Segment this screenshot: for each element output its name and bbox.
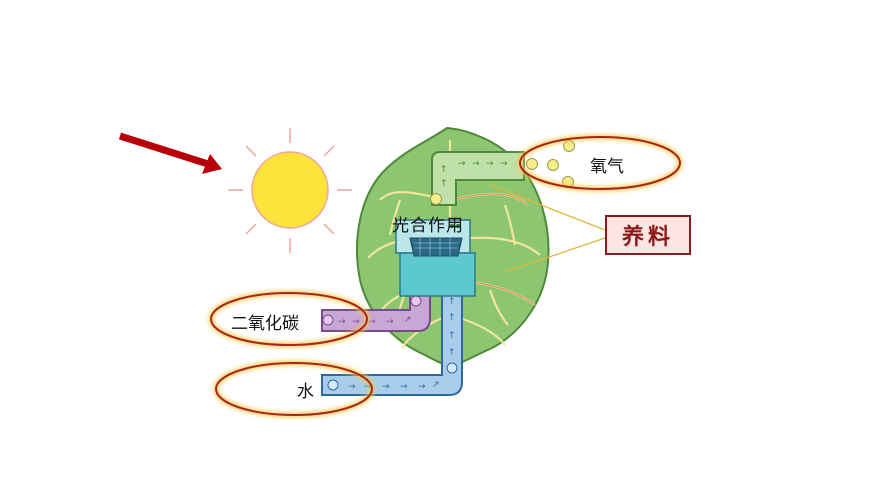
carbon-dioxide-ellipse — [208, 290, 370, 348]
svg-text:→: → — [500, 159, 508, 169]
water-pipe: → → → → → ↗ ↑ ↑ ↑ ↑ — [321, 291, 463, 396]
nutrients-label: 养料 — [621, 225, 674, 250]
svg-text:↑: ↑ — [440, 165, 448, 175]
svg-text:↑: ↑ — [448, 313, 456, 323]
svg-text:↑: ↑ — [448, 348, 456, 358]
svg-text:→: → — [486, 159, 494, 169]
water-ellipse — [213, 360, 375, 418]
nutrients-label-box: 养料 — [605, 215, 691, 255]
oxygen-label: 氧气 — [590, 157, 624, 177]
oxygen-molecules — [526, 140, 575, 188]
svg-text:→: → — [368, 317, 376, 327]
svg-text:↑: ↑ — [448, 297, 456, 307]
svg-text:→: → — [338, 317, 346, 327]
oxygen-ellipse — [517, 134, 683, 192]
svg-text:→: → — [458, 159, 466, 169]
photosynthesis-machine — [395, 219, 476, 297]
svg-text:→: → — [382, 382, 390, 392]
oxygen-pipe: ↑ ↑ → → → → — [430, 151, 525, 206]
sun-icon — [228, 128, 352, 253]
svg-text:→: → — [352, 317, 360, 327]
connector-lines — [489, 184, 606, 273]
svg-text:→: → — [364, 382, 372, 392]
svg-text:→: → — [386, 317, 394, 327]
svg-text:→: → — [472, 159, 480, 169]
water-label: 水 — [297, 382, 314, 402]
svg-text:↗: ↗ — [404, 315, 412, 325]
svg-text:↑: ↑ — [440, 179, 448, 189]
carbon-dioxide-label: 二氧化碳 — [231, 314, 299, 334]
svg-text:↗: ↗ — [432, 380, 440, 390]
sunlight-arrow — [118, 132, 222, 174]
svg-text:→: → — [418, 382, 426, 392]
svg-text:→: → — [400, 382, 408, 392]
svg-text:→: → — [348, 382, 356, 392]
svg-text:↑: ↑ — [448, 331, 456, 341]
photosynthesis-label: 光合作用 — [392, 216, 464, 236]
